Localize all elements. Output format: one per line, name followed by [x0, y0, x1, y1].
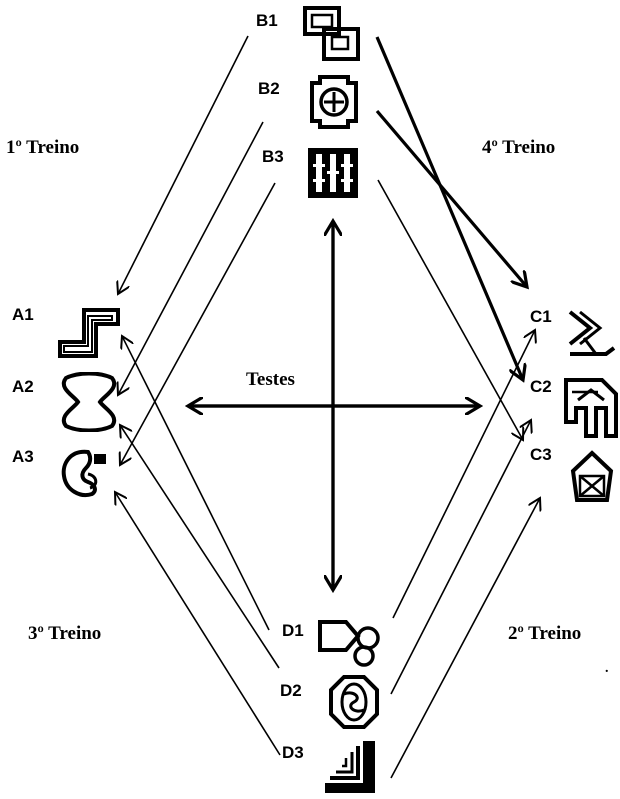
stimulus-c3-icon	[570, 450, 614, 502]
stimulus-d2-icon	[329, 675, 379, 729]
arrow-b2-a2	[118, 121, 264, 395]
arrow-d2-c2	[390, 420, 531, 695]
node-label-c3: C3	[530, 445, 552, 464]
arrow-d1-c1	[392, 330, 535, 619]
stimulus-c2-icon	[564, 378, 618, 438]
stimulus-d1-icon	[318, 620, 380, 667]
node-label-b1: B1	[256, 11, 278, 30]
arrow-b3-a3	[120, 182, 276, 465]
stimulus-a2-icon	[61, 372, 117, 432]
arrow-b1-c2	[375, 36, 523, 380]
stimulus-d3-icon	[325, 741, 375, 793]
node-label-d3: D3	[282, 743, 304, 762]
node-label-c1: C1	[530, 307, 552, 326]
node-label-a3: A3	[12, 447, 34, 466]
stimulus-b2-icon	[310, 75, 358, 129]
stimulus-a1-icon	[58, 308, 120, 358]
tests-label: Testes	[246, 369, 295, 390]
stray-mark: .	[605, 661, 609, 676]
phase-label-fourth: 4º Treino	[482, 137, 556, 158]
stimulus-b3-icon	[308, 148, 358, 198]
node-label-b2: B2	[258, 79, 280, 98]
arrow-b2-c1	[375, 109, 527, 287]
arrow-d2-a2	[120, 425, 280, 669]
stimulus-c1-icon	[568, 310, 616, 356]
node-label-b3: B3	[262, 147, 284, 166]
arrow-d3-c3	[390, 498, 540, 779]
arrow-b3-c3	[377, 179, 523, 440]
arrow-b1-a1	[118, 35, 249, 294]
phase-label-first: 1º Treino	[6, 137, 80, 158]
stimulus-a3-icon	[61, 449, 106, 497]
node-label-a2: A2	[12, 377, 34, 396]
node-label-c2: C2	[530, 377, 552, 396]
phase-label-second: 2º Treino	[508, 623, 582, 644]
node-label-d1: D1	[282, 621, 304, 640]
node-label-a1: A1	[12, 305, 34, 324]
arrow-d1-a1	[122, 336, 270, 631]
arrow-d3-a3	[115, 492, 281, 756]
node-label-d2: D2	[280, 681, 302, 700]
stimulus-b1-icon	[303, 6, 360, 61]
phase-label-third: 3º Treino	[28, 623, 102, 644]
